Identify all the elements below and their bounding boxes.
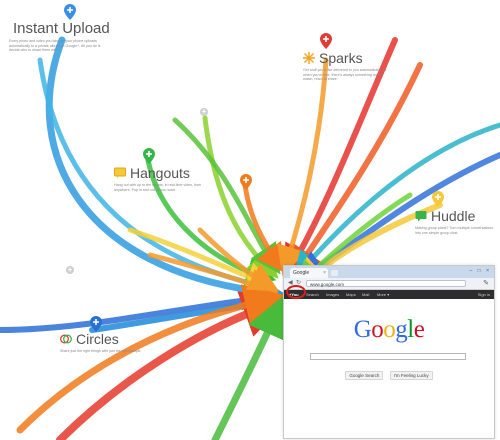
huddle-title: Huddle (431, 208, 476, 224)
stroke-red-1 (283, 37, 398, 282)
gbar-item-more[interactable]: More ▾ (377, 292, 390, 297)
circles-title: Circles (76, 331, 119, 347)
gbar-item-search[interactable]: Search (306, 292, 319, 297)
map-pin-icon (320, 33, 332, 49)
stroke-blue-1 (45, 36, 286, 311)
logo-letter: e (413, 316, 425, 343)
tab-strip: Google × – □ × (284, 266, 494, 278)
browser-tab[interactable]: Google × (290, 268, 328, 278)
circles-icon (60, 334, 72, 344)
address-bar[interactable]: www.google.com (306, 280, 466, 287)
stroke-blue-2 (0, 281, 286, 333)
window-controls[interactable]: – □ × (469, 268, 491, 274)
gbar-item-mail[interactable]: Mail (362, 292, 370, 297)
logo-letter: G (353, 316, 372, 343)
map-pin-icon (143, 148, 155, 164)
hangouts-title: Hangouts (130, 165, 190, 181)
tab-title: Google (293, 270, 310, 276)
plus-marker-icon: + (200, 107, 208, 116)
feature-title: Circles (60, 331, 160, 347)
instant-upload-desc: Every photo and video you take on your p… (9, 39, 101, 53)
google-bar: +You Search Images Maps Mail More ▾ Sign… (284, 290, 494, 299)
browser-window: Google × – □ × ◀ ↻ www.google.com ✎ +You… (283, 265, 495, 439)
gbar-item-maps[interactable]: Maps (346, 292, 356, 297)
feature-circles: Circles Share just the right things with… (60, 331, 160, 354)
stroke-orange-1 (242, 182, 288, 274)
gbar-item-images[interactable]: Images (326, 292, 340, 297)
search-buttons: Google Search I'm Feeling Lucky (284, 364, 494, 382)
feature-huddle: Huddle Making group plans? Turn multiple… (415, 208, 499, 235)
instant-upload-title: Instant Upload (13, 20, 110, 37)
video-chat-icon (114, 167, 126, 179)
search-input[interactable] (310, 353, 466, 360)
sparks-desc: Get stuff you'd like delivered to you au… (303, 68, 387, 82)
map-pin-icon (64, 4, 76, 20)
plus-marker-icon: + (66, 265, 74, 274)
reload-icon[interactable]: ↻ (296, 280, 302, 286)
chat-bubble-icon (415, 211, 427, 222)
back-icon[interactable]: ◀ (288, 280, 293, 286)
sparks-title: Sparks (319, 50, 363, 66)
logo-letter: o (383, 316, 396, 343)
hangouts-desc: Hang out with up to ten friends, in real… (114, 183, 202, 192)
feature-title: Instant Upload (9, 20, 110, 37)
feature-sparks: Sparks Get stuff you'd like delivered to… (303, 50, 391, 82)
sparks-icon (303, 52, 315, 64)
stroke-orange-3 (277, 57, 329, 277)
feature-title: Hangouts (114, 165, 204, 181)
feeling-lucky-button[interactable]: I'm Feeling Lucky (389, 371, 433, 380)
google-search-button[interactable]: Google Search (345, 371, 384, 380)
feature-title: Sparks (303, 50, 391, 66)
new-tab-button[interactable] (331, 270, 338, 276)
google-logo: Google (284, 316, 494, 344)
logo-letter: l (407, 316, 414, 343)
highlight-circle (286, 285, 306, 299)
logo-letter: g (395, 316, 408, 343)
stroke-orange-4 (16, 284, 287, 434)
feature-hangouts: Hangouts Hang out with up to ten friends… (114, 165, 204, 192)
feature-title: Huddle (415, 208, 499, 224)
stroke-teal-1 (292, 122, 500, 282)
sign-in-link[interactable]: Sign in (477, 292, 490, 297)
map-pin-icon (90, 316, 102, 332)
browser-toolbar: ◀ ↻ www.google.com ✎ (284, 278, 494, 290)
huddle-desc: Making group plans? Turn multiple conver… (415, 226, 494, 235)
map-pin-icon (240, 174, 252, 190)
circles-desc: Share just the right things with just th… (60, 349, 142, 353)
map-pin-icon (432, 191, 444, 207)
feature-instant-upload: Instant Upload Every photo and video you… (9, 20, 110, 53)
tab-close-icon[interactable]: × (323, 270, 326, 276)
wrench-icon[interactable]: ✎ (483, 280, 489, 287)
stroke-orange-5 (197, 227, 280, 292)
stroke-green-5 (211, 294, 287, 440)
logo-letter: o (371, 316, 384, 343)
